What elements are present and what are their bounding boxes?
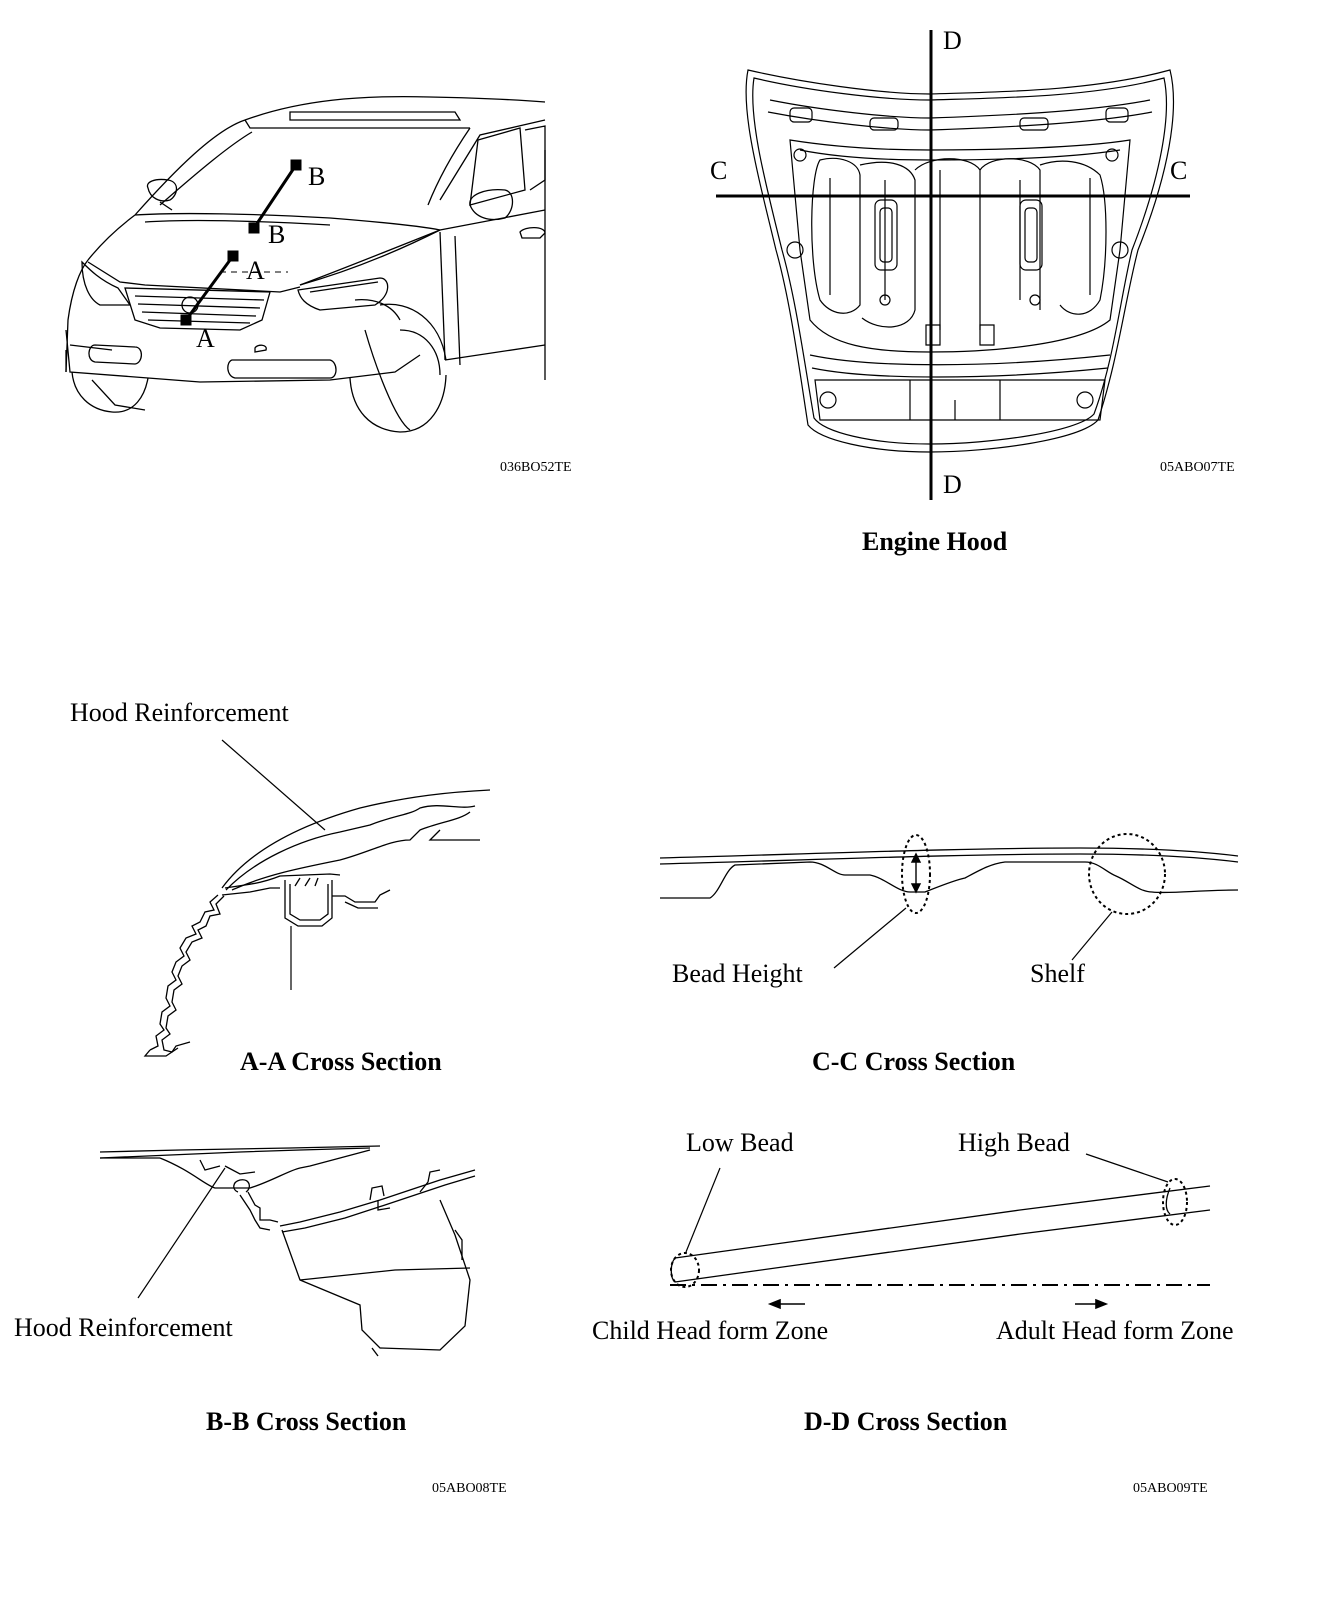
section-letter-a-top: A (246, 256, 265, 285)
section-dd-drawing (590, 1130, 1320, 1540)
label-hood-reinforcement-bb: Hood Reinforcement (14, 1313, 233, 1342)
section-aa: Hood Reinforcement A-A Cross Section (0, 690, 560, 1090)
section-cc: Bead Height Shelf C-C Cross Section (660, 820, 1260, 1090)
caption-section-dd: D-D Cross Section (804, 1407, 1008, 1436)
car-illustration: A A B B 036BO52TE (0, 0, 600, 520)
label-high-bead: High Bead (958, 1128, 1070, 1157)
section-bb: Hood Reinforcement B-B Cross Section 05A… (0, 1130, 600, 1540)
figure-code-car: 036BO52TE (500, 460, 572, 475)
section-letter-b-top: B (308, 162, 326, 191)
section-letter-c-left: C (710, 156, 728, 185)
caption-section-cc: C-C Cross Section (812, 1047, 1016, 1076)
label-low-bead: Low Bead (686, 1128, 794, 1157)
caption-engine-hood: Engine Hood (862, 527, 1008, 556)
section-dd: Low Bead High Bead Child Head form Zone … (590, 1128, 1320, 1540)
label-adult-head-form-zone: Adult Head form Zone (996, 1316, 1234, 1345)
section-letter-d-bottom: D (943, 470, 962, 499)
section-letter-c-right: C (1170, 156, 1188, 185)
label-hood-reinforcement-aa: Hood Reinforcement (70, 698, 289, 727)
caption-section-bb: B-B Cross Section (206, 1407, 407, 1436)
section-letter-d-top: D (943, 26, 962, 55)
section-cc-drawing (660, 820, 1260, 1090)
engine-hood-drawing (690, 0, 1344, 580)
figure-code-hood: 05ABO07TE (1160, 460, 1235, 475)
section-bb-drawing (0, 1130, 600, 1540)
label-child-head-form-zone: Child Head form Zone (592, 1316, 829, 1345)
car-drawing (0, 0, 600, 520)
figure-code-bb: 05ABO08TE (432, 1481, 507, 1496)
section-letter-a-bottom: A (196, 324, 215, 353)
section-aa-drawing (0, 690, 560, 1090)
label-shelf: Shelf (1030, 959, 1085, 988)
section-letter-b-bottom: B (268, 220, 286, 249)
figure-code-dd: 05ABO09TE (1133, 1481, 1208, 1496)
caption-section-aa: A-A Cross Section (240, 1047, 442, 1076)
engine-hood-diagram: C C D D 05ABO07TE Engine Hood (690, 0, 1344, 580)
label-bead-height: Bead Height (672, 959, 803, 988)
